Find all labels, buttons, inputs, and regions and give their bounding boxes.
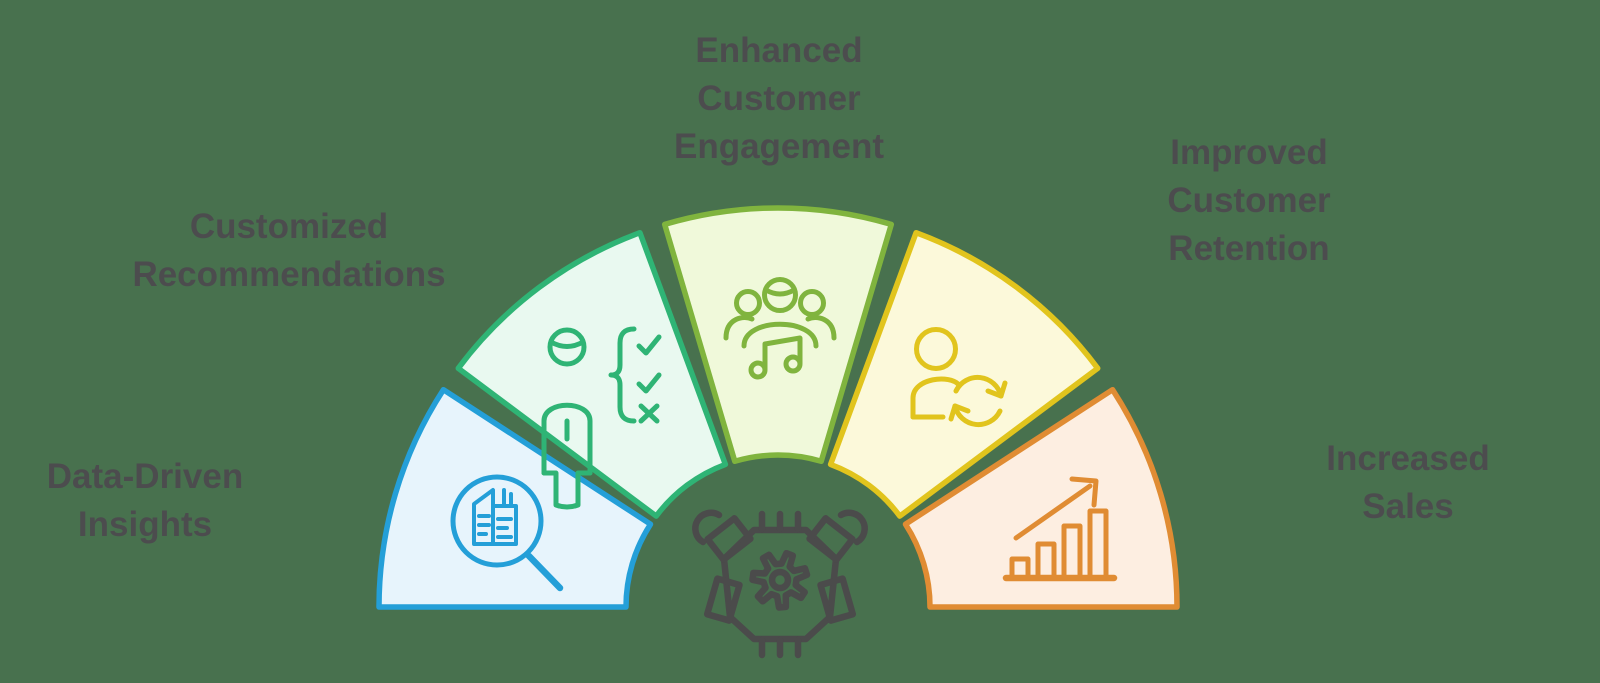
segment-enhanced-customer-engagement <box>661 205 895 465</box>
group-music-icon <box>723 277 837 380</box>
growth-chart-icon <box>1002 476 1118 582</box>
label-customized-recommendations: Customized Recommendations <box>132 207 446 294</box>
segment-icons <box>450 277 1118 659</box>
label-enhanced-customer-engagement: Enhanced Customer Engagement <box>673 31 885 166</box>
segment-increased-sales <box>902 386 1180 610</box>
label-improved-customer-retention: Improved Customer Retention <box>1167 133 1331 268</box>
person-refresh-icon <box>910 327 1008 428</box>
label-data-driven-insights: Data-Driven Insights <box>46 457 244 544</box>
label-increased-sales: Increased Sales <box>1326 439 1490 526</box>
ai-engine-gear-icon <box>692 509 868 659</box>
segment-customized-recommendations <box>455 229 729 519</box>
segment-improved-customer-retention <box>827 229 1101 519</box>
person-checklist-icon <box>541 326 662 510</box>
magnifier-report-icon <box>450 474 564 592</box>
gauge-segments <box>376 205 1180 610</box>
segment-data-driven-insights <box>376 386 654 610</box>
